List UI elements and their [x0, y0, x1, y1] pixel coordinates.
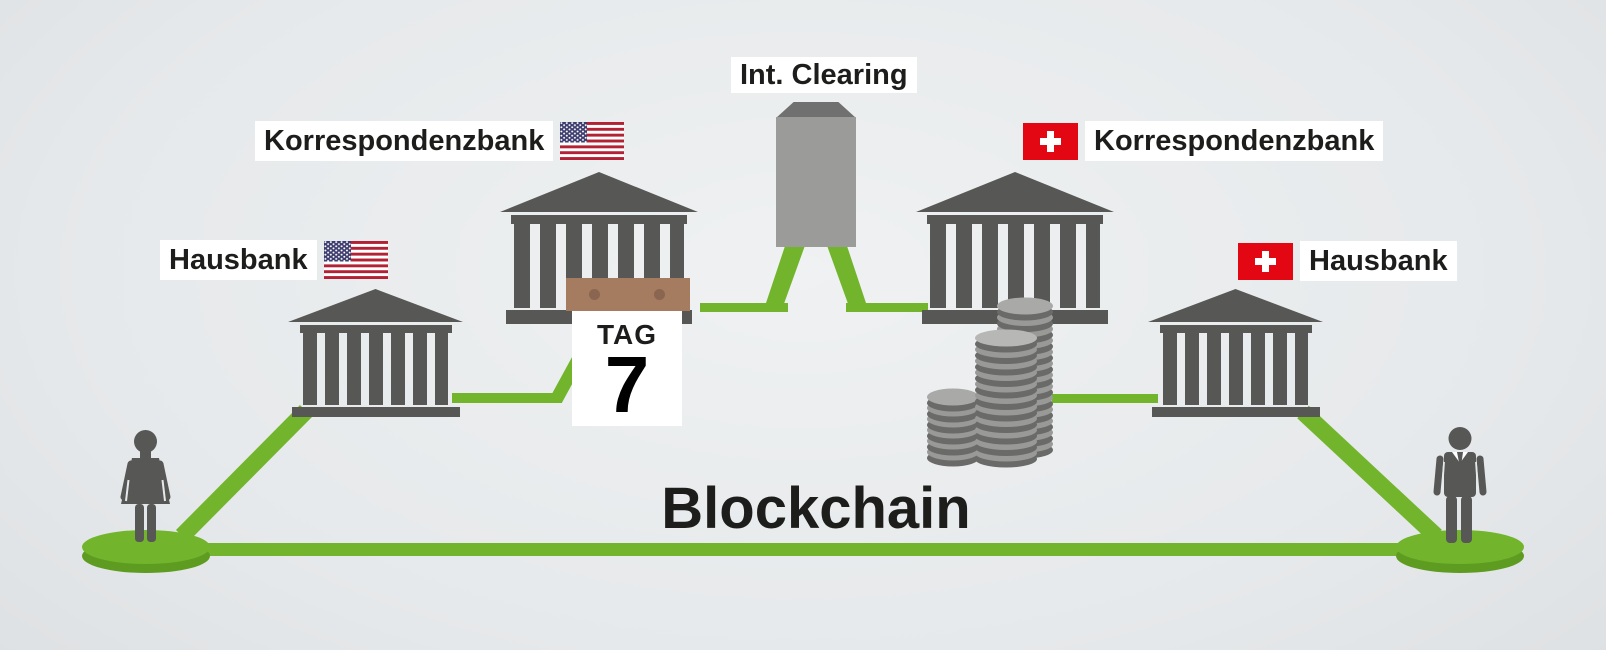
hausbank-ch-label: Hausbank: [1300, 241, 1457, 281]
calendar-page: TAG 7: [572, 311, 682, 426]
clearing-tower-roof: [776, 102, 856, 118]
label-korrespondenzbank-us: Korrespondenzbank: [255, 121, 625, 161]
korrespondenzbank-us-label: Korrespondenzbank: [255, 121, 554, 161]
tower-left-leg: [763, 240, 807, 312]
calendar-dot-icon: [589, 289, 600, 300]
tower-right-leg: [825, 240, 869, 312]
bank-base: [291, 407, 460, 417]
green-platform-disc-right: [1396, 530, 1524, 573]
bank-columns: [930, 224, 1100, 308]
line-coins-to-hausbank: [1052, 394, 1158, 403]
bank-building-hausbank-ch: [1148, 289, 1323, 417]
korrespondenzbank-ch-label: Korrespondenzbank: [1085, 121, 1384, 161]
blockchain-bottom-line: [150, 543, 1460, 556]
coin-stack: [975, 329, 1037, 468]
blockchain-title: Blockchain: [661, 476, 971, 541]
int-clearing-label: Int. Clearing: [731, 57, 917, 93]
coin-stack: [927, 388, 979, 467]
label-int-clearing: Int. Clearing: [731, 57, 917, 93]
bank-columns: [1163, 333, 1308, 405]
usa-flag-icon: [560, 122, 625, 160]
bank-beam: [1159, 325, 1312, 333]
line-right-diagonal: [1297, 405, 1442, 543]
man-figure-icon: [1433, 427, 1487, 543]
bank-building-hausbank-us: [288, 289, 463, 417]
bank-beam: [299, 325, 452, 333]
line-left-diagonal: [175, 405, 313, 542]
swiss-flag-icon: [1023, 122, 1078, 160]
swiss-flag-icon: [1238, 242, 1293, 280]
bank-building-korrespondenzbank-ch: [916, 172, 1114, 324]
bank-columns: [303, 333, 448, 405]
line-to-clearing-left: [700, 303, 788, 312]
label-korrespondenzbank-ch: Korrespondenzbank: [1023, 121, 1384, 161]
calendar-caption: TAG: [596, 319, 658, 350]
line-to-clearing-right: [846, 303, 928, 312]
bank-building-korrespondenzbank-us: [500, 172, 698, 324]
label-hausbank-ch: Hausbank: [1238, 241, 1457, 281]
bank-beam: [511, 215, 687, 224]
bank-base: [1151, 407, 1320, 417]
green-platform-disc-left: [82, 530, 210, 573]
woman-figure-icon: [120, 430, 171, 542]
usa-flag-icon: [323, 241, 388, 279]
bank-beam: [927, 215, 1103, 224]
clearing-tower: [776, 117, 856, 247]
line-hausbank-to-korrespondenzbank: [452, 393, 562, 403]
calendar-header: [566, 278, 690, 311]
hausbank-us-label: Hausbank: [160, 240, 317, 280]
label-hausbank-us: Hausbank: [160, 240, 388, 280]
calendar-day: 7: [604, 340, 650, 429]
calendar-dot-icon: [654, 289, 665, 300]
